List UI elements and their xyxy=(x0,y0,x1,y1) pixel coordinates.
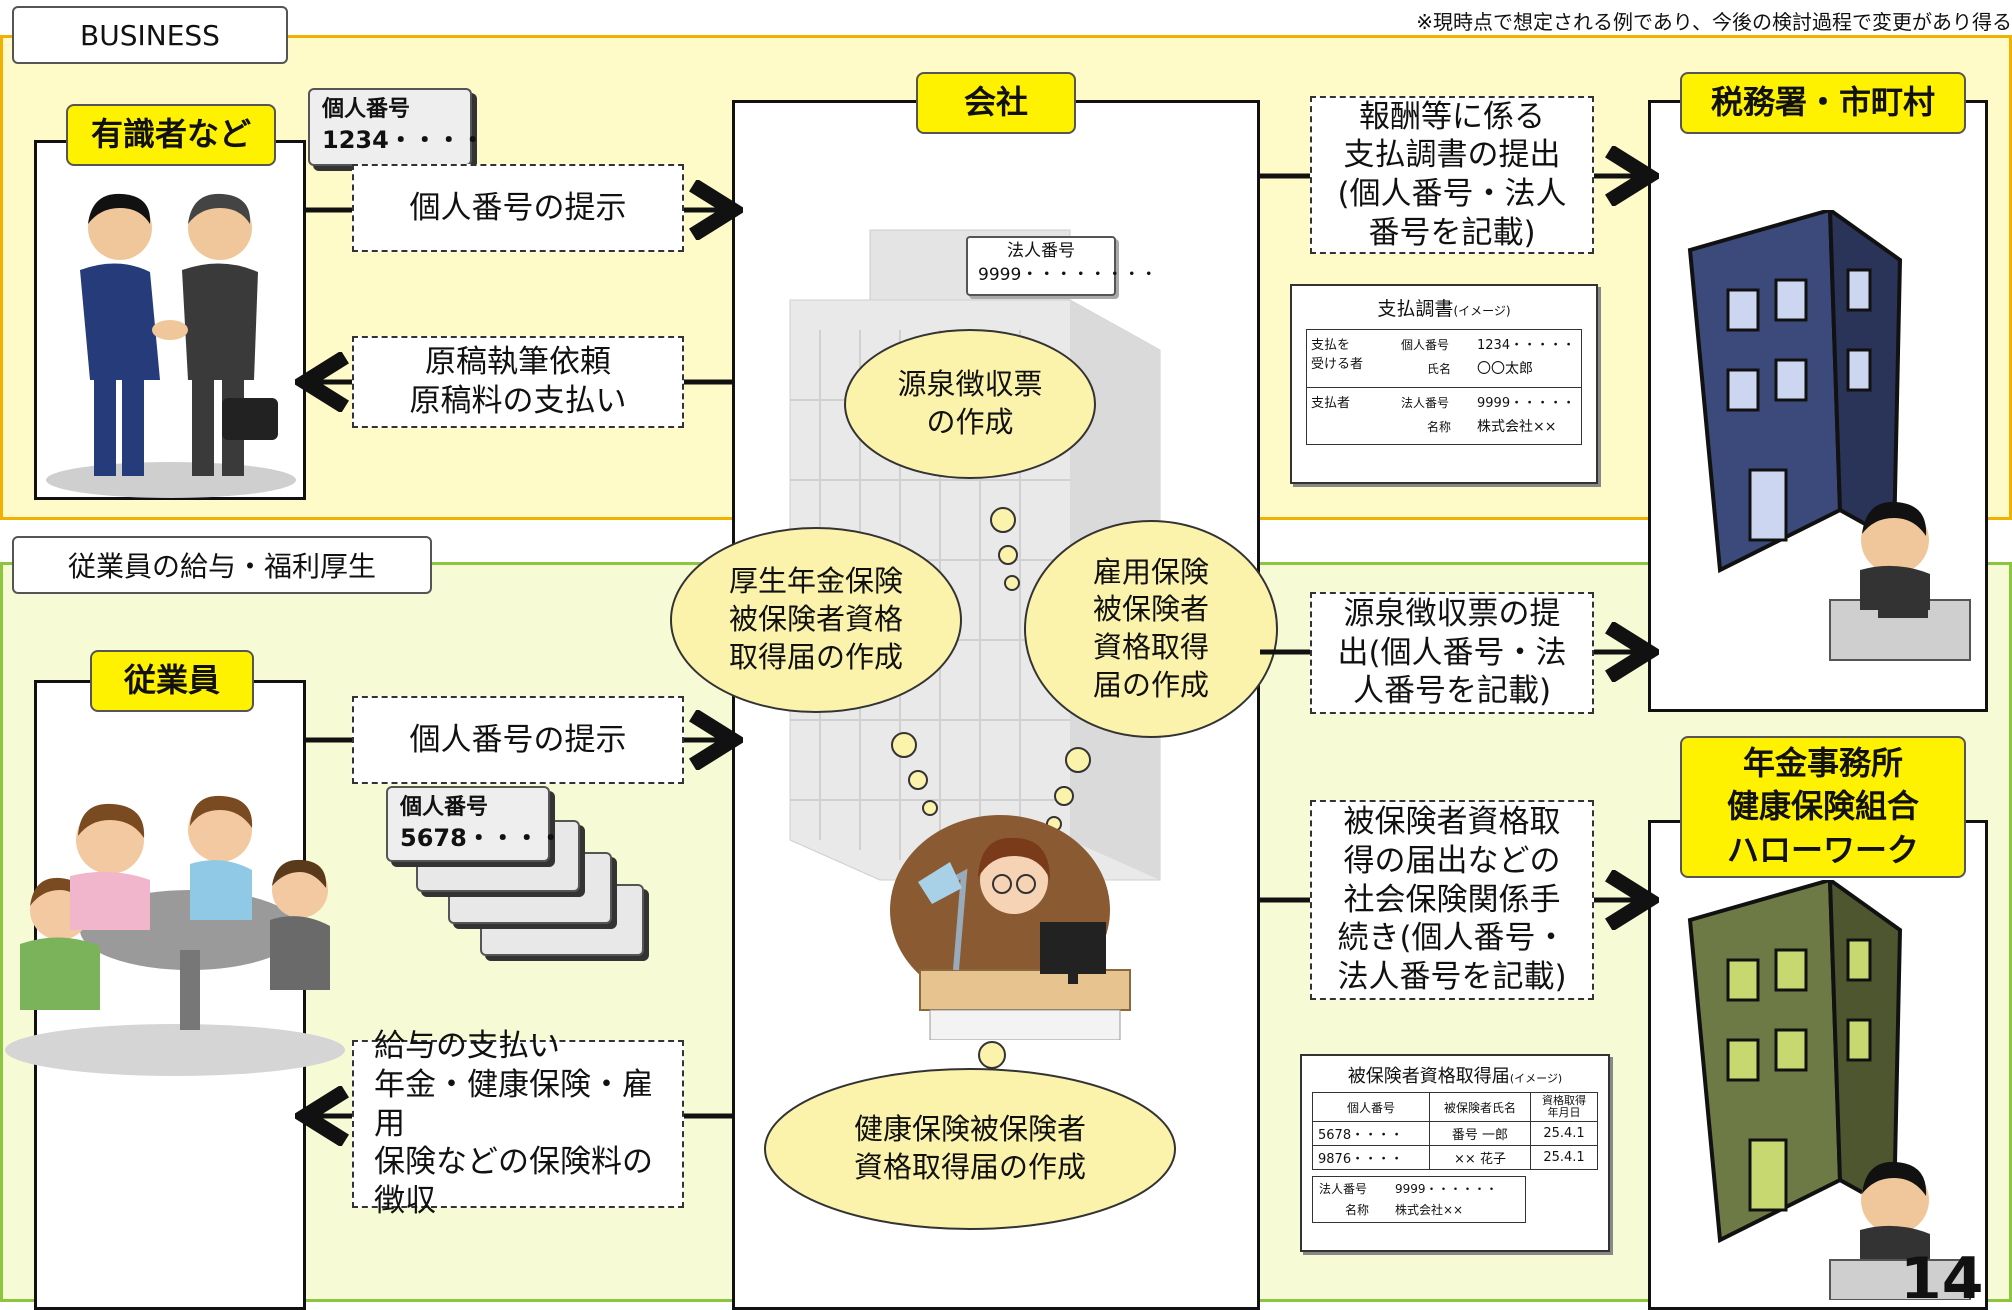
expert-provide-number-flow: 個人番号の提示 xyxy=(352,164,684,252)
withholding-thought-cloud: 源泉徴収票 の作成 xyxy=(840,324,1100,484)
page-number: 14 xyxy=(1900,1250,1984,1298)
withholding-report-flow: 源泉徴収票の提 出(個人番号・法 人番号を記載) xyxy=(1310,592,1594,714)
pension-office-building-illustration xyxy=(1687,880,1971,1300)
meeting-illustration xyxy=(5,795,345,1076)
tax-report-flow: 報酬等に係る 支払調書の提出 (個人番号・法人 番号を記載) xyxy=(1310,96,1594,254)
office-worker-illustration xyxy=(890,815,1131,1040)
employee-number-card: 個人番号 5678・・・・ xyxy=(386,786,563,862)
employee-section-tag: 従業員の給与・福利厚生 xyxy=(12,536,432,594)
handshake-illustration xyxy=(46,193,296,498)
expert-number-card: 個人番号 1234・・・・ xyxy=(308,88,485,166)
employee-label: 従業員 xyxy=(90,650,254,712)
company-label: 会社 xyxy=(916,72,1076,134)
employee-payment-flow: 給与の支払い 年金・健康保険・雇用 保険などの保険料の 徴収 xyxy=(352,1028,684,1219)
expert-request-flow: 原稿執筆依頼 原稿料の支払い xyxy=(352,336,684,428)
experts-label: 有識者など xyxy=(66,104,276,166)
corp-number-tag: 法人番号 9999・・・・・・・・ xyxy=(966,236,1157,296)
tax-office-building-illustration xyxy=(1687,210,1971,661)
pension-office-label: 年金事務所 健康保険組合 ハローワーク xyxy=(1680,736,1966,878)
tax-office-label: 税務署・市町村 xyxy=(1680,72,1966,134)
social-insurance-flow: 被保険者資格取 得の届出などの 社会保険関係手 続き(個人番号・ 法人番号を記載… xyxy=(1310,800,1594,1000)
business-section-tag: BUSINESS xyxy=(12,6,288,64)
pension-thought-cloud: 厚生年金保険 被保険者資格 取得届の作成 xyxy=(666,520,966,720)
employment-thought-cloud: 雇用保険 被保険者 資格取得 届の作成 xyxy=(1020,516,1282,742)
disclaimer-note: ※現時点で想定される例であり、今後の検討過程で変更があり得る xyxy=(1416,10,2012,34)
employee-provide-number-flow: 個人番号の提示 xyxy=(352,696,684,784)
health-thought-cloud: 健康保険被保険者 資格取得届の作成 xyxy=(760,1064,1180,1234)
insurance-acquisition-document: 被保険者資格取得届(イメージ) 個人番号被保険者氏名資格取得 年月日 5678・… xyxy=(1300,1054,1610,1252)
